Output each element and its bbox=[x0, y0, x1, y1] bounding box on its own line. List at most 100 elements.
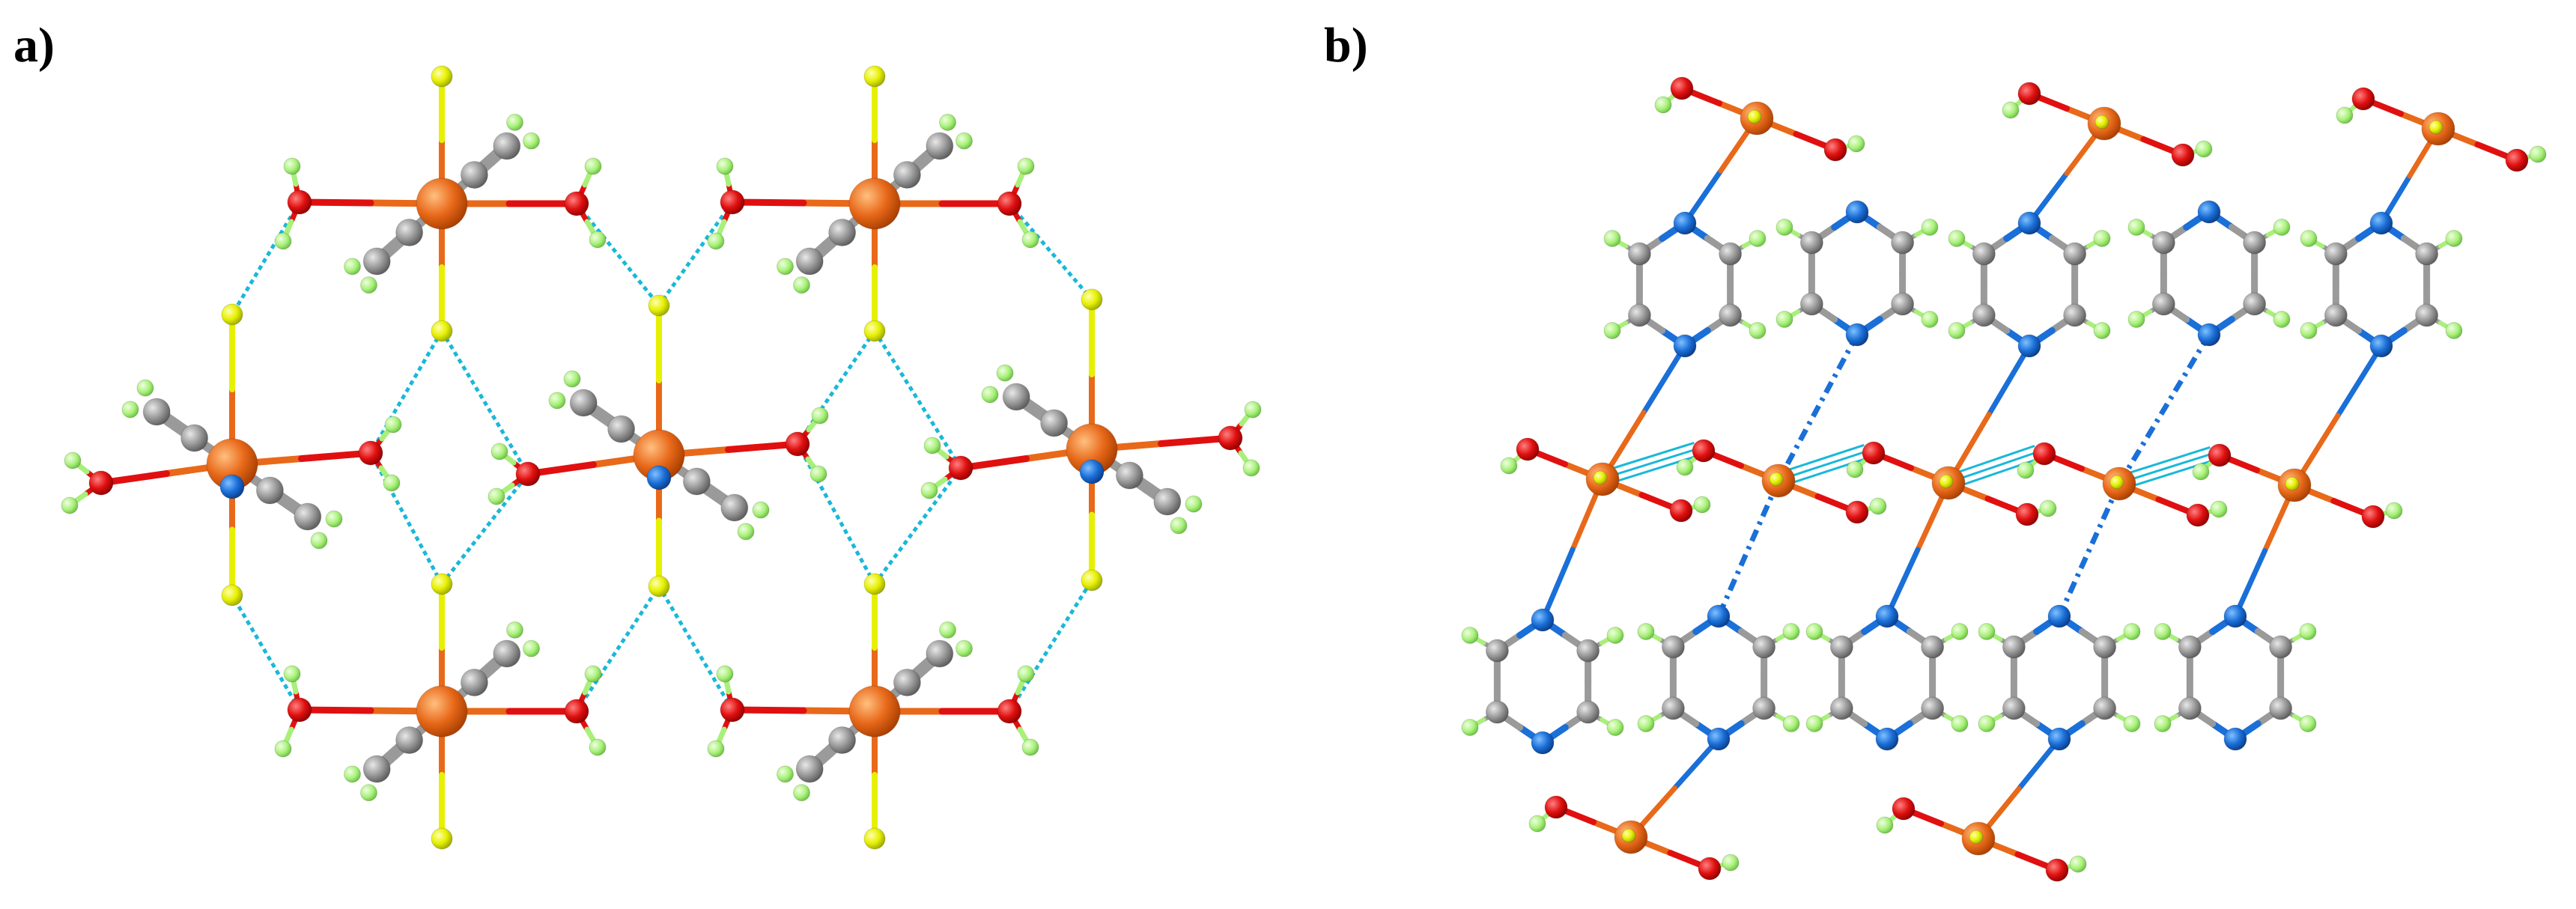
halogen-atom bbox=[1769, 472, 1784, 487]
hydrogen-bond bbox=[575, 202, 660, 307]
hydrogen-atom bbox=[2154, 623, 2172, 640]
hydrogen-atom bbox=[793, 784, 810, 802]
oxygen-atom bbox=[1218, 425, 1243, 451]
oxygen-atom bbox=[287, 697, 312, 723]
nitrogen-atom bbox=[1707, 727, 1731, 751]
hydrogen-atom bbox=[2300, 322, 2318, 339]
hydrogen-atom bbox=[1021, 738, 1039, 756]
hydrogen-atom bbox=[1869, 497, 1887, 515]
halogen-atom bbox=[2109, 475, 2124, 490]
hydrogen-atom bbox=[737, 523, 755, 541]
oxygen-atom bbox=[720, 189, 745, 215]
nitrogen-atom bbox=[2197, 323, 2221, 347]
carbon-atom bbox=[1921, 635, 1945, 659]
hydrogen-atom bbox=[920, 481, 938, 499]
hydrogen-atom bbox=[811, 407, 829, 425]
bond bbox=[1884, 547, 1921, 619]
hydrogen-atom bbox=[310, 532, 328, 550]
hydrogen-atom bbox=[1722, 854, 1740, 872]
atom-layer bbox=[61, 65, 2547, 882]
halogen-atom bbox=[648, 575, 670, 598]
hydrogen-atom bbox=[2273, 219, 2291, 236]
hydrogen-atom bbox=[2385, 502, 2403, 520]
oxygen-atom bbox=[997, 191, 1022, 216]
carbon-atom bbox=[362, 247, 391, 276]
carbon-atom bbox=[1719, 242, 1743, 266]
hydrogen-atom bbox=[548, 392, 566, 410]
carbon-atom bbox=[2269, 635, 2293, 659]
oxygen-atom bbox=[2017, 82, 2041, 106]
nitrogen-atom bbox=[1079, 459, 1105, 484]
hydrogen-atom bbox=[2445, 322, 2463, 339]
carbon-atom bbox=[1921, 696, 1945, 720]
hydrogen-atom bbox=[1637, 623, 1655, 640]
hydrogen-bond bbox=[440, 472, 529, 586]
nitrogen-atom bbox=[219, 474, 245, 499]
carbon-atom bbox=[893, 669, 921, 696]
hydrogen-atom bbox=[523, 639, 540, 657]
nitrogen-atom bbox=[2369, 334, 2393, 358]
oxygen-atom bbox=[358, 440, 383, 466]
halogen-atom bbox=[2285, 476, 2300, 491]
oxygen-atom bbox=[1892, 797, 1916, 821]
carbon-atom bbox=[2093, 635, 2117, 659]
oxygen-atom bbox=[948, 455, 973, 481]
hydrogen-atom bbox=[2093, 322, 2111, 339]
carbon-atom bbox=[2324, 242, 2348, 266]
hydrogen-bond bbox=[1783, 444, 1865, 472]
hydrogen-atom bbox=[777, 765, 794, 783]
nitrogen-atom bbox=[1845, 323, 1869, 347]
nitrogen-atom bbox=[1875, 604, 1899, 628]
oxygen-atom bbox=[1516, 437, 1540, 461]
carbon-atom bbox=[1829, 635, 1853, 659]
carbon-atom bbox=[180, 424, 209, 452]
hydrogen-bond bbox=[1008, 202, 1093, 301]
panel-label-a: a) bbox=[13, 18, 55, 73]
carbon-atom bbox=[1719, 303, 1743, 327]
nitrogen-atom bbox=[2047, 727, 2071, 751]
carbon-atom bbox=[828, 726, 857, 754]
hydrogen-atom bbox=[981, 386, 999, 404]
hydrogen-bond bbox=[1953, 445, 2035, 475]
oxygen-atom bbox=[1862, 441, 1886, 465]
hydrogen-atom bbox=[274, 740, 292, 758]
halogen-atom bbox=[1969, 830, 1984, 845]
hydrogen-bond bbox=[574, 585, 661, 713]
hydrogen-bond bbox=[230, 594, 302, 711]
hydrogen-bond bbox=[368, 329, 444, 454]
hydrogen-atom bbox=[506, 113, 523, 131]
bond bbox=[2335, 343, 2384, 419]
hydrogen-atom bbox=[1951, 715, 1969, 732]
nitrogen-atom bbox=[2047, 604, 2071, 628]
hydrogen-atom bbox=[1782, 715, 1800, 732]
nitrogen-atom bbox=[2017, 334, 2041, 358]
hydrogen-atom bbox=[716, 157, 734, 175]
hydrogen-atom bbox=[121, 401, 139, 419]
carbon-atom bbox=[795, 247, 824, 276]
metal-atom bbox=[416, 685, 468, 738]
hydrogen-bond bbox=[795, 329, 877, 446]
hydrogen-atom bbox=[1017, 157, 1035, 175]
carbon-atom bbox=[493, 639, 521, 668]
hydrogen-atom bbox=[1603, 322, 1621, 339]
carbon-atom bbox=[493, 132, 521, 160]
oxygen-atom bbox=[1544, 795, 1568, 819]
hydrogen-bond bbox=[795, 443, 877, 586]
nitrogen-atom bbox=[2223, 604, 2247, 628]
oxygen-atom bbox=[1692, 439, 1716, 463]
carbon-atom bbox=[294, 502, 322, 531]
hydrogen-atom bbox=[1876, 816, 1894, 834]
nitrogen-atom bbox=[646, 465, 672, 490]
carbon-atom bbox=[2415, 242, 2439, 266]
hydrogen-atom bbox=[2299, 715, 2317, 732]
hydrogen-atom bbox=[2299, 623, 2317, 640]
hydrogen-atom bbox=[506, 621, 523, 639]
carbon-atom bbox=[893, 161, 921, 189]
nitrogen-atom bbox=[2369, 211, 2393, 235]
oxygen-atom bbox=[2361, 505, 2385, 529]
hydrogen-atom bbox=[956, 132, 973, 150]
nitrogen-metal-contact bbox=[1775, 333, 1860, 482]
hydrogen-atom bbox=[283, 157, 301, 175]
halogen-atom bbox=[1747, 109, 1762, 124]
carbon-atom bbox=[2178, 635, 2202, 659]
